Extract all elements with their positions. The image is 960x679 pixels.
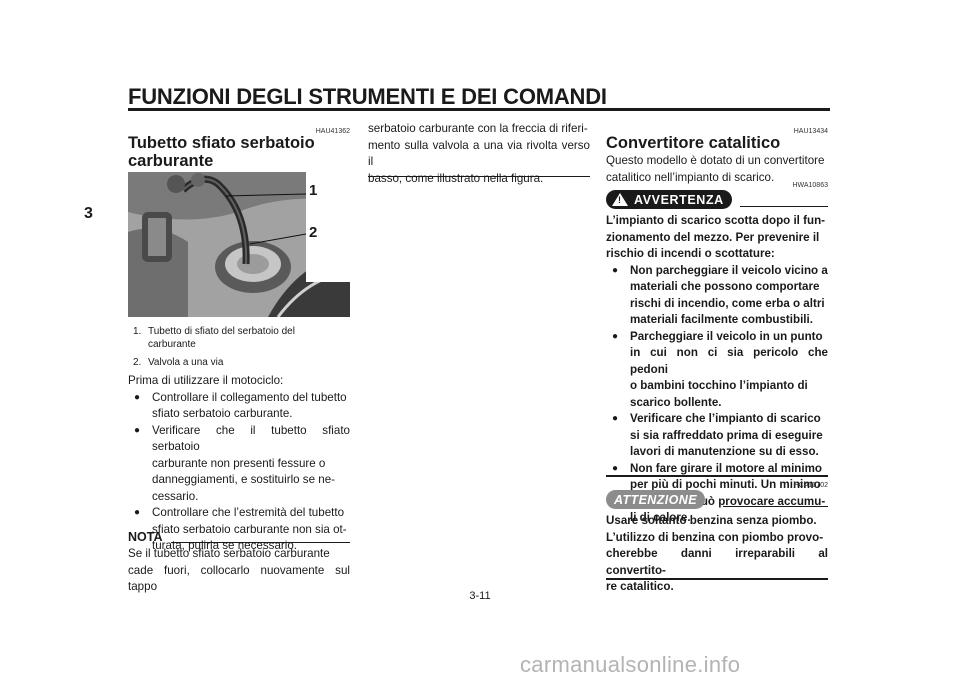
- caption-text: Valvola a una via: [148, 357, 224, 368]
- page-header-title: FUNZIONI DEGLI STRUMENTI E DEI COMANDI: [128, 84, 607, 109]
- header-rule: [128, 108, 830, 111]
- warning-code: HWA10863: [792, 182, 828, 189]
- nota-rule: [170, 541, 350, 543]
- caution-label: ATTENZIONE: [614, 492, 697, 507]
- col2-end-rule: [368, 176, 590, 177]
- warning-end-rule: [606, 475, 828, 477]
- section-title-catalytic-converter: Convertitore catalitico: [606, 134, 781, 152]
- warning-list-item: Non parcheggiare il veicolo vicino a mat…: [606, 263, 828, 329]
- section-title-line: Tubetto sfiato serbatoio: [128, 134, 315, 152]
- list-item: Verificare che il tubetto sfiato serbato…: [128, 423, 350, 506]
- caution-rule: [722, 506, 828, 507]
- caption-text: carburante: [148, 339, 196, 350]
- col3-intro: Questo modello è dotato di un convertito…: [606, 154, 825, 184]
- caution-code: HCA10702: [793, 482, 828, 489]
- caption-item: 2. Valvola a una via: [133, 356, 353, 369]
- nota-label: NOTA: [128, 530, 163, 544]
- chapter-tab: 3: [84, 205, 93, 222]
- caption-item: 1. Tubetto di sfiato del serbatoio del c…: [133, 325, 353, 351]
- section-title-fuel-breather: Tubetto sfiato serbatoio carburante: [128, 134, 350, 170]
- section-title-line: carburante: [128, 152, 214, 170]
- warning-list-item: Parcheggiare il veicolo in un punto in c…: [606, 329, 828, 412]
- caution-body: Usare soltanto benzina senza piombo. L’u…: [606, 514, 828, 593]
- figure-captions: 1. Tubetto di sfiato del serbatoio del c…: [133, 325, 353, 369]
- warning-triangle-icon: !: [612, 193, 628, 206]
- warning-body: L’impianto di scarico scotta dopo il fun…: [606, 213, 828, 527]
- fuel-tank-illustration: [128, 172, 350, 317]
- fuel-tank-photo: 1 2: [128, 172, 350, 317]
- caution-end-rule: [606, 578, 828, 580]
- caption-number: 1.: [133, 326, 142, 337]
- col1-body: Prima di utilizzare il motociclo: Contro…: [128, 373, 350, 555]
- intro-text: Prima di utilizzare il motociclo:: [128, 374, 284, 387]
- warning-rule: [739, 206, 828, 207]
- warning-label: AVVERTENZA: [634, 192, 724, 207]
- section-code: HAU13434: [793, 128, 828, 135]
- caption-text: Tubetto di sfiato del serbatoio del: [148, 326, 295, 337]
- list-item: Controllare il collegamento del tubetto …: [128, 390, 350, 423]
- warning-header: ! AVVERTENZA: [606, 190, 828, 209]
- watermark: carmanualsonline.info: [520, 652, 741, 677]
- col2-body: serbatoio carburante con la freccia di r…: [368, 122, 590, 185]
- page-number: 3-11: [469, 590, 491, 602]
- caution-badge: ATTENZIONE: [606, 490, 705, 509]
- nota-heading: NOTA: [128, 530, 350, 544]
- caption-number: 2.: [133, 357, 142, 368]
- section-code: HAU41362: [315, 128, 350, 135]
- nota-body: Se il tubetto sfiato serbatoio carburant…: [128, 547, 350, 593]
- callout-1: 1: [309, 182, 318, 199]
- list-item: Controllare che l’estremità del tubetto …: [128, 505, 350, 555]
- callout-2: 2: [309, 224, 318, 241]
- warning-list-item: Verificare che l’impianto di scarico si …: [606, 411, 828, 461]
- warning-badge: ! AVVERTENZA: [606, 190, 732, 209]
- caution-header: ATTENZIONE: [606, 490, 828, 509]
